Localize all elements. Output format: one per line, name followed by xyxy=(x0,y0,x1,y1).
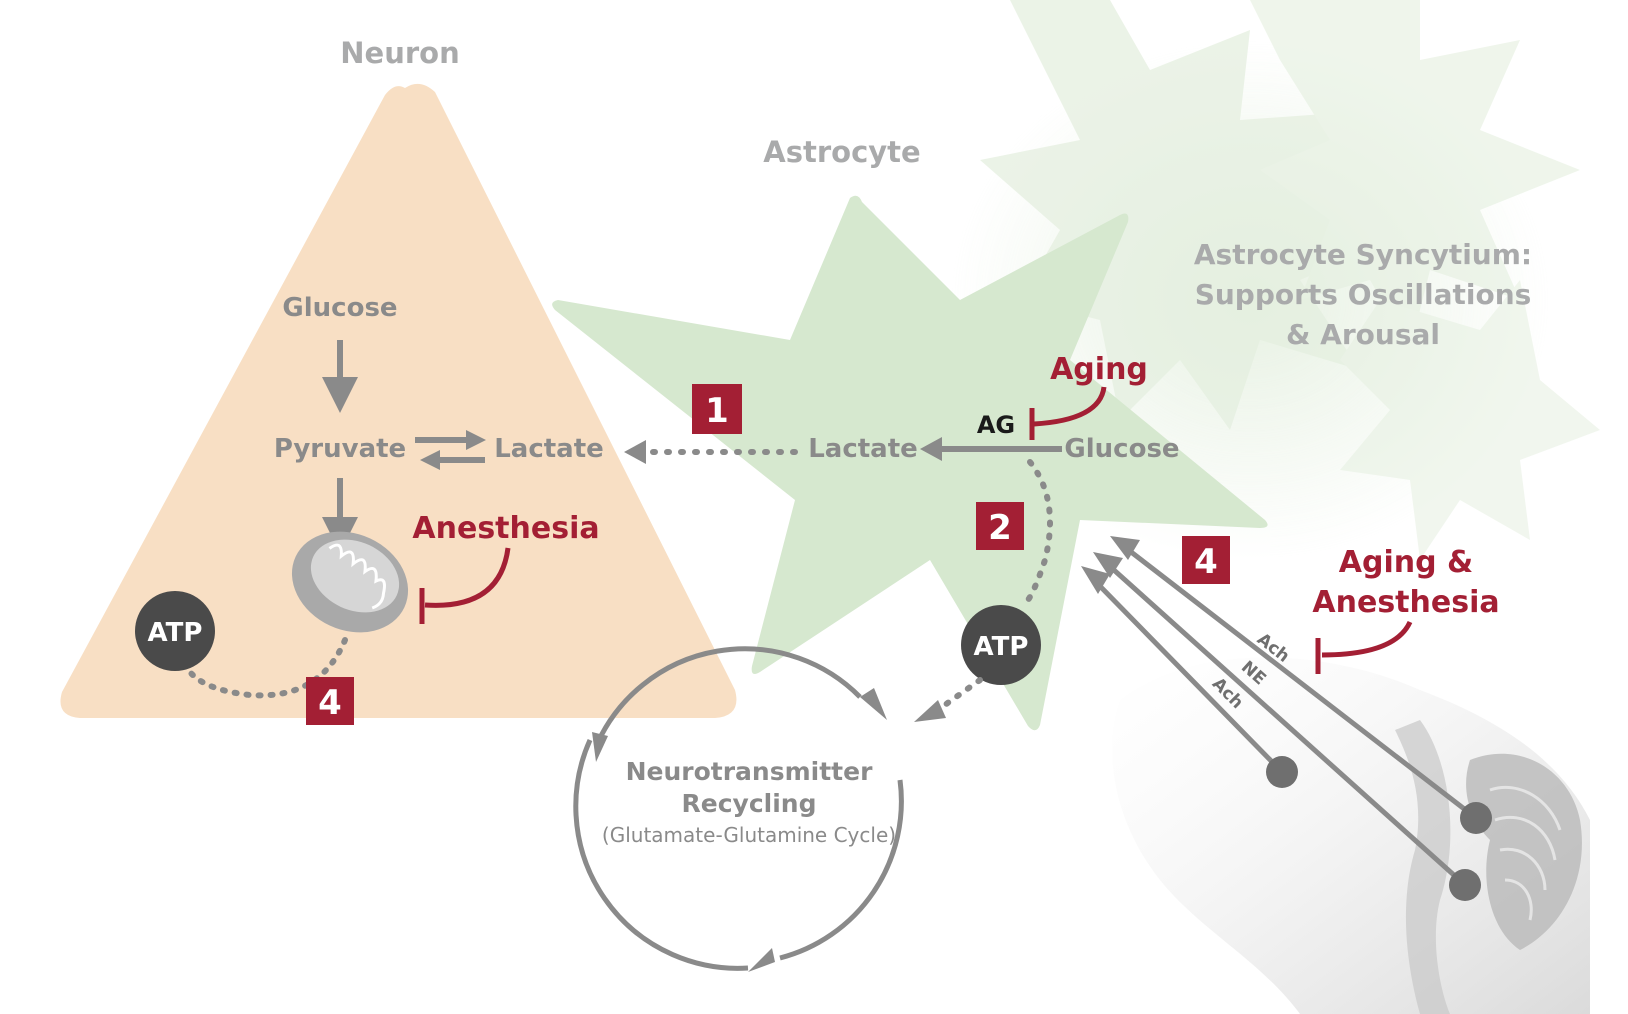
astrocyte-title: Astrocyte xyxy=(763,135,920,169)
glucose-to-atp-dotted xyxy=(1025,459,1053,603)
astro-lactate-label: Lactate xyxy=(808,434,918,464)
aging-label: Aging xyxy=(1050,352,1148,387)
aging-anesthesia-inhibition-line xyxy=(1321,620,1413,658)
astro-glucose-label: Glucose xyxy=(1064,434,1179,464)
step-badge-1 xyxy=(692,384,742,434)
atp-to-recycling-arrowhead xyxy=(914,700,946,722)
syncytium-title-line3: & Arousal xyxy=(1286,318,1440,351)
aging-anesthesia-label-line2: Anesthesia xyxy=(1312,585,1499,620)
step-badge-3-label: 4 xyxy=(318,683,342,723)
brain-illustration xyxy=(1112,657,1590,1014)
syncytium-title-line2: Supports Oscillations xyxy=(1195,278,1532,311)
recycling-cycle xyxy=(573,646,904,972)
astro-atp-label: ATP xyxy=(974,632,1029,662)
neuron-lactate-label: Lactate xyxy=(494,434,604,464)
atp-to-recycling-dotted xyxy=(932,677,983,715)
astro-atp-circle xyxy=(961,605,1041,685)
step-badge-3 xyxy=(306,677,354,725)
step-badge-1-label: 1 xyxy=(705,391,729,431)
lactate-shuttle-arrowhead xyxy=(624,440,646,464)
mitochondrion-to-atp-dotted xyxy=(187,637,348,699)
anesthesia-inhibition-line xyxy=(424,547,511,608)
neuron-glucose-label: Glucose xyxy=(282,293,397,323)
step-badge-4 xyxy=(1182,536,1230,584)
step-badge-2-label: 2 xyxy=(988,508,1012,548)
nt-recycling-line1: Neurotransmitter xyxy=(626,757,873,786)
nt-recycling-line2: Recycling xyxy=(682,789,817,818)
syncytium-title-line1: Astrocyte Syncytium: xyxy=(1194,238,1532,271)
neuron-atp-label: ATP xyxy=(148,618,203,648)
nt-recycling-subtitle: (Glutamate-Glutamine Cycle) xyxy=(602,823,896,847)
pyruvate-lactate-equilibrium-arrows xyxy=(415,430,486,470)
step-badge-2 xyxy=(976,502,1024,550)
ag-label: AG xyxy=(977,411,1015,439)
mitochondrion-icon xyxy=(291,531,409,633)
neuron-atp-circle xyxy=(135,591,215,671)
step-badge-4-label: 4 xyxy=(1194,542,1218,582)
glucose-to-lactate-arrowhead xyxy=(920,437,942,461)
astrocyte-cell xyxy=(552,195,1268,731)
neuron-cell xyxy=(60,83,737,719)
aging-inhibition-line xyxy=(1033,386,1107,427)
anesthesia-label: Anesthesia xyxy=(412,511,599,546)
neuron-pyruvate-label: Pyruvate xyxy=(274,434,406,464)
neuromodulator-projections xyxy=(1081,536,1492,901)
aging-anesthesia-label-line1: Aging & xyxy=(1339,545,1473,580)
neuron-title: Neuron xyxy=(340,36,459,70)
